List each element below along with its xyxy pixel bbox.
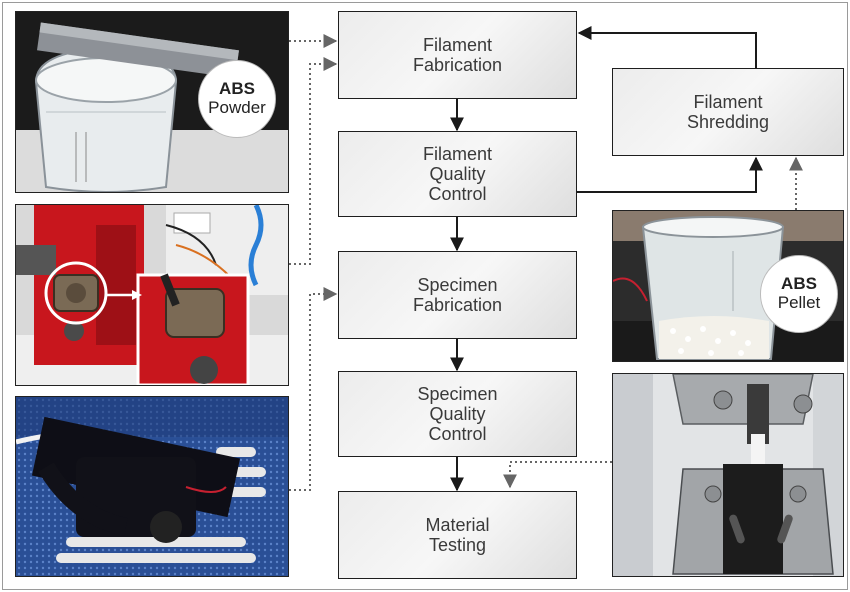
box-label-line: Filament [693,91,763,112]
box-label-line: Filament [422,34,493,55]
arrow-qc-to-shredding [577,156,763,193]
box-label-line: Specimen [417,383,498,404]
box-label-line: Shredding [686,112,770,132]
box-label-line: Quality [429,163,486,184]
abs-powder-photo [15,11,289,193]
box-label-line: Testing [428,535,487,555]
box-label-line: Fabrication [412,55,503,75]
box-label-line: Quality [429,403,486,424]
filament-fabrication-box: Filament Fabrication [338,11,577,99]
material-testing-box: Material Testing [338,491,577,579]
abs-pellet-badge: ABS Pellet [760,255,838,333]
dotted-testing-photo-to-arrow [503,461,612,489]
specimen-quality-control-box: Specimen Quality Control [338,371,577,457]
dotted-extruder-to-fab [289,57,338,265]
extruder-photo [15,204,289,386]
abs-powder-badge-bold: ABS [219,79,255,99]
tensile-test-photo [612,373,844,577]
box-label-line: Control [428,184,487,205]
box-label-line: Control [428,424,487,445]
abs-pellet-badge-text: Pellet [777,293,821,312]
box-label-line: Fabrication [412,295,503,315]
abs-powder-badge-text: Powder [208,98,266,117]
filament-shredding-box: Filament Shredding [612,68,844,156]
box-label-line: Specimen [417,274,498,295]
printer-photo [15,396,289,577]
box-label-line: Filament [422,143,493,164]
abs-powder-badge: ABS Powder [198,60,276,138]
specimen-fabrication-box: Specimen Fabrication [338,251,577,339]
filament-quality-control-box: Filament Quality Control [338,131,577,217]
box-label-line: Material [425,514,490,535]
abs-pellet-badge-bold: ABS [781,274,817,294]
arrow-shredding-to-fab [577,26,757,68]
dotted-printer-to-specimen [289,287,338,491]
